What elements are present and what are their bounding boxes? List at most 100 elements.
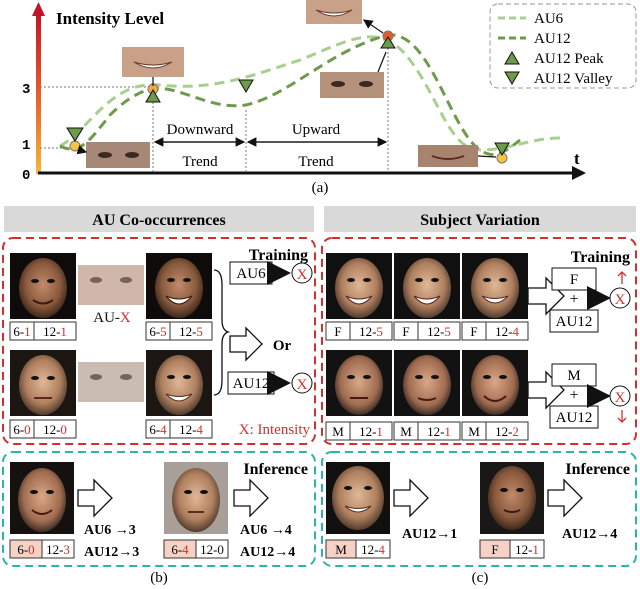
arrow-c-inf-2 <box>547 478 583 518</box>
inf-b-left-au12: AU12→3 <box>84 545 139 560</box>
au12-box-c2 <box>549 405 599 429</box>
label-c-r2-c-au12: 12-2 <box>495 424 519 439</box>
legend-au12-peak: AU12 Peak <box>534 51 604 67</box>
labels-c-inf-a: M 12-4 <box>325 539 391 559</box>
au12-valley-marker-1 <box>66 127 84 142</box>
label-c-r2-c-g: M <box>468 424 480 439</box>
y-axis-arrowhead <box>32 2 45 16</box>
legend-au6: AU6 <box>534 11 564 27</box>
face-b-r2-mid <box>78 362 144 402</box>
au12-curve <box>59 33 521 156</box>
au6-box-label: AU6 <box>236 266 266 282</box>
y-axis-bar <box>36 12 41 174</box>
face-b-r1-b <box>146 253 212 319</box>
label-c-r2-b-au12: 12-1 <box>427 424 451 439</box>
legend-valley-marker <box>504 71 520 85</box>
au12-valley-marker-3 <box>494 142 510 156</box>
panel-c-training-box <box>321 237 637 445</box>
plus-2: + <box>569 387 578 404</box>
labels-c-r1-c: F 12-4 <box>461 321 529 341</box>
label-b-r2-b-au12: 12-4 <box>179 422 203 437</box>
label-c-inf-a-g: M <box>335 542 347 557</box>
face-thumbnail-2 <box>122 47 184 77</box>
panel-b-inference-title: Inference <box>243 461 308 478</box>
face-b-r1-mid <box>78 265 144 305</box>
arrow-b-inf-2 <box>233 478 269 518</box>
au12-peak-marker-1 <box>145 89 161 103</box>
panel-c: Subject Variation Training F 12-5 F 12-5 <box>321 206 637 586</box>
au-x-label: AU-X <box>93 310 131 326</box>
y-axis-label: Intensity Level <box>56 9 164 28</box>
x-circle-au12 <box>291 372 313 394</box>
f-box <box>551 267 597 291</box>
face-pointer-1 <box>76 145 88 155</box>
label-b-r1-b-au6: 6-5 <box>149 324 166 339</box>
legend: AU6 AU12 AU12 Peak AU12 Valley <box>489 3 637 89</box>
label-c-r2-a-g: M <box>332 424 344 439</box>
brace <box>213 269 231 396</box>
label-b-r2-a-au6: 6-0 <box>13 422 30 437</box>
face-thumbnail-3 <box>306 0 362 24</box>
trend-down-line2: Trend <box>182 154 218 170</box>
label-c-r1-a-au12: 12-5 <box>359 324 383 339</box>
au6-curve <box>59 35 561 152</box>
label-c-r1-c-au12: 12-4 <box>495 324 519 339</box>
face-pointer-5 <box>477 155 497 158</box>
caption-a: (a) <box>312 180 329 196</box>
panel-b-inference-box <box>2 451 316 567</box>
label-c-r1-b-g: F <box>402 324 409 339</box>
labels-b-inf-b: 6-4 12-0 <box>163 539 229 559</box>
label-c-r1-b-au12: 12-5 <box>427 324 451 339</box>
face-b-r1-a <box>10 253 76 319</box>
y-tick-0: 0 <box>22 168 30 184</box>
m-box <box>551 363 597 387</box>
panel-c-header: Subject Variation <box>420 212 540 229</box>
x-mark-c2: X <box>615 390 626 406</box>
label-b-inf-b-au6: 6-4 <box>171 542 189 557</box>
label-b-inf-b-au12: 12-0 <box>200 542 224 557</box>
caption-c: (c) <box>472 570 489 586</box>
x-mark-au12: X <box>297 377 308 393</box>
y-tick-3: 3 <box>22 82 30 98</box>
trend-up-line2: Trend <box>298 154 334 170</box>
labels-c-r2-b: M 12-1 <box>393 421 461 441</box>
legend-au12: AU12 <box>534 31 571 47</box>
face-c-r1-b <box>394 253 460 319</box>
labels-c-r1-b: F 12-5 <box>393 321 461 341</box>
plus-1: + <box>569 291 578 308</box>
trend-up-line1: Upward <box>292 122 341 138</box>
legend-peak-marker <box>504 51 520 65</box>
label-c-inf-b-g: F <box>491 542 498 557</box>
face-c-r2-b <box>394 350 460 416</box>
label-c-r1-a-g: F <box>334 324 341 339</box>
panel-c-header-bg <box>324 206 636 232</box>
label-b-r2-b-au6: 6-4 <box>149 422 167 437</box>
face-c-inf-a <box>326 462 390 534</box>
x-mark-au6: X <box>297 267 308 283</box>
face-pointer-3 <box>363 19 384 34</box>
panel-b-header: AU Co-occurrences <box>92 212 225 229</box>
face-thumbnail-5 <box>418 145 478 167</box>
labels-c-r2-a: M 12-1 <box>325 421 393 441</box>
label-c-inf-a-au12: 12-4 <box>361 542 385 557</box>
label-c-inf-b-au12: 12-1 <box>515 542 539 557</box>
face-c-r2-a <box>326 350 392 416</box>
inf-b-right-au12: AU12→4 <box>240 545 295 560</box>
au12-box-c1-label: AU12 <box>556 314 593 330</box>
y-tick-1: 1 <box>22 138 30 154</box>
face-b-inf-b <box>164 462 228 534</box>
label-b-r1-a-au12: 12-1 <box>43 324 67 339</box>
arrow-b-mid <box>229 326 263 362</box>
f-box-label: F <box>570 272 578 288</box>
label-c-r2-b-g: M <box>400 424 412 439</box>
panel-b-training-box <box>2 237 316 445</box>
arrow-b-inf-1 <box>77 478 113 518</box>
x-axis-label: t <box>574 149 580 168</box>
label-b-r1-a-au6: 6-1 <box>13 324 30 339</box>
intensity-legend: X: Intensity <box>239 422 311 438</box>
intensity-plot: Intensity Level t 0 1 3 <box>22 0 637 196</box>
au12-box-label: AU12 <box>233 376 270 392</box>
labels-b-inf-a: 6-0 12-3 <box>9 539 75 559</box>
x-axis-arrowhead <box>572 166 586 180</box>
